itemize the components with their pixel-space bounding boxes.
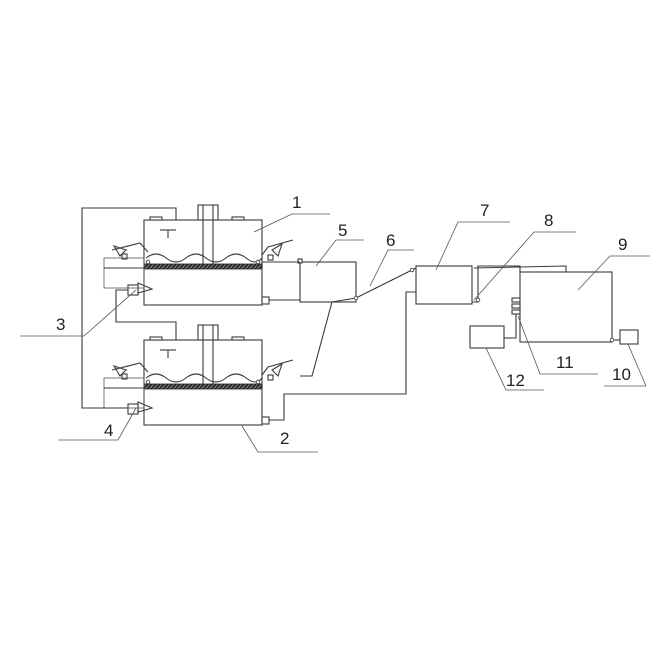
label-6: 6 (386, 231, 395, 250)
lower-tank-conveyor (145, 373, 263, 383)
upper-tank-mesh-layer (143, 263, 263, 270)
label-12: 12 (506, 371, 525, 390)
upper-tank (111, 204, 294, 306)
left-piping (81, 207, 177, 409)
unit-12 (469, 325, 505, 349)
unit-7 (415, 265, 473, 305)
upper-tank-outlet-valve (261, 296, 270, 305)
label-7: 7 (480, 201, 489, 220)
valve-group-11 (511, 297, 521, 339)
lower-tank-outlet-valve (261, 416, 270, 425)
label-2: 2 (280, 429, 289, 448)
label-5: 5 (338, 221, 347, 240)
pump-3 (103, 257, 154, 296)
label-9: 9 (618, 235, 627, 254)
pipe-8 (472, 265, 567, 303)
label-3: 3 (56, 315, 65, 334)
unit-10 (619, 329, 639, 345)
label-11: 11 (556, 353, 574, 372)
lower-tank-mesh-layer (143, 383, 263, 390)
lower-tank (111, 324, 294, 426)
upper-tank-top-fitting (197, 204, 219, 221)
label-1: 1 (292, 193, 301, 212)
lower-tank-top-fitting (197, 324, 219, 341)
tank-9 (519, 271, 613, 343)
upper-tank-conveyor (145, 253, 263, 263)
unit-5 (299, 261, 357, 303)
label-10: 10 (612, 365, 631, 384)
label-4: 4 (104, 421, 113, 440)
label-8: 8 (544, 211, 553, 230)
leader-lines (20, 213, 650, 453)
